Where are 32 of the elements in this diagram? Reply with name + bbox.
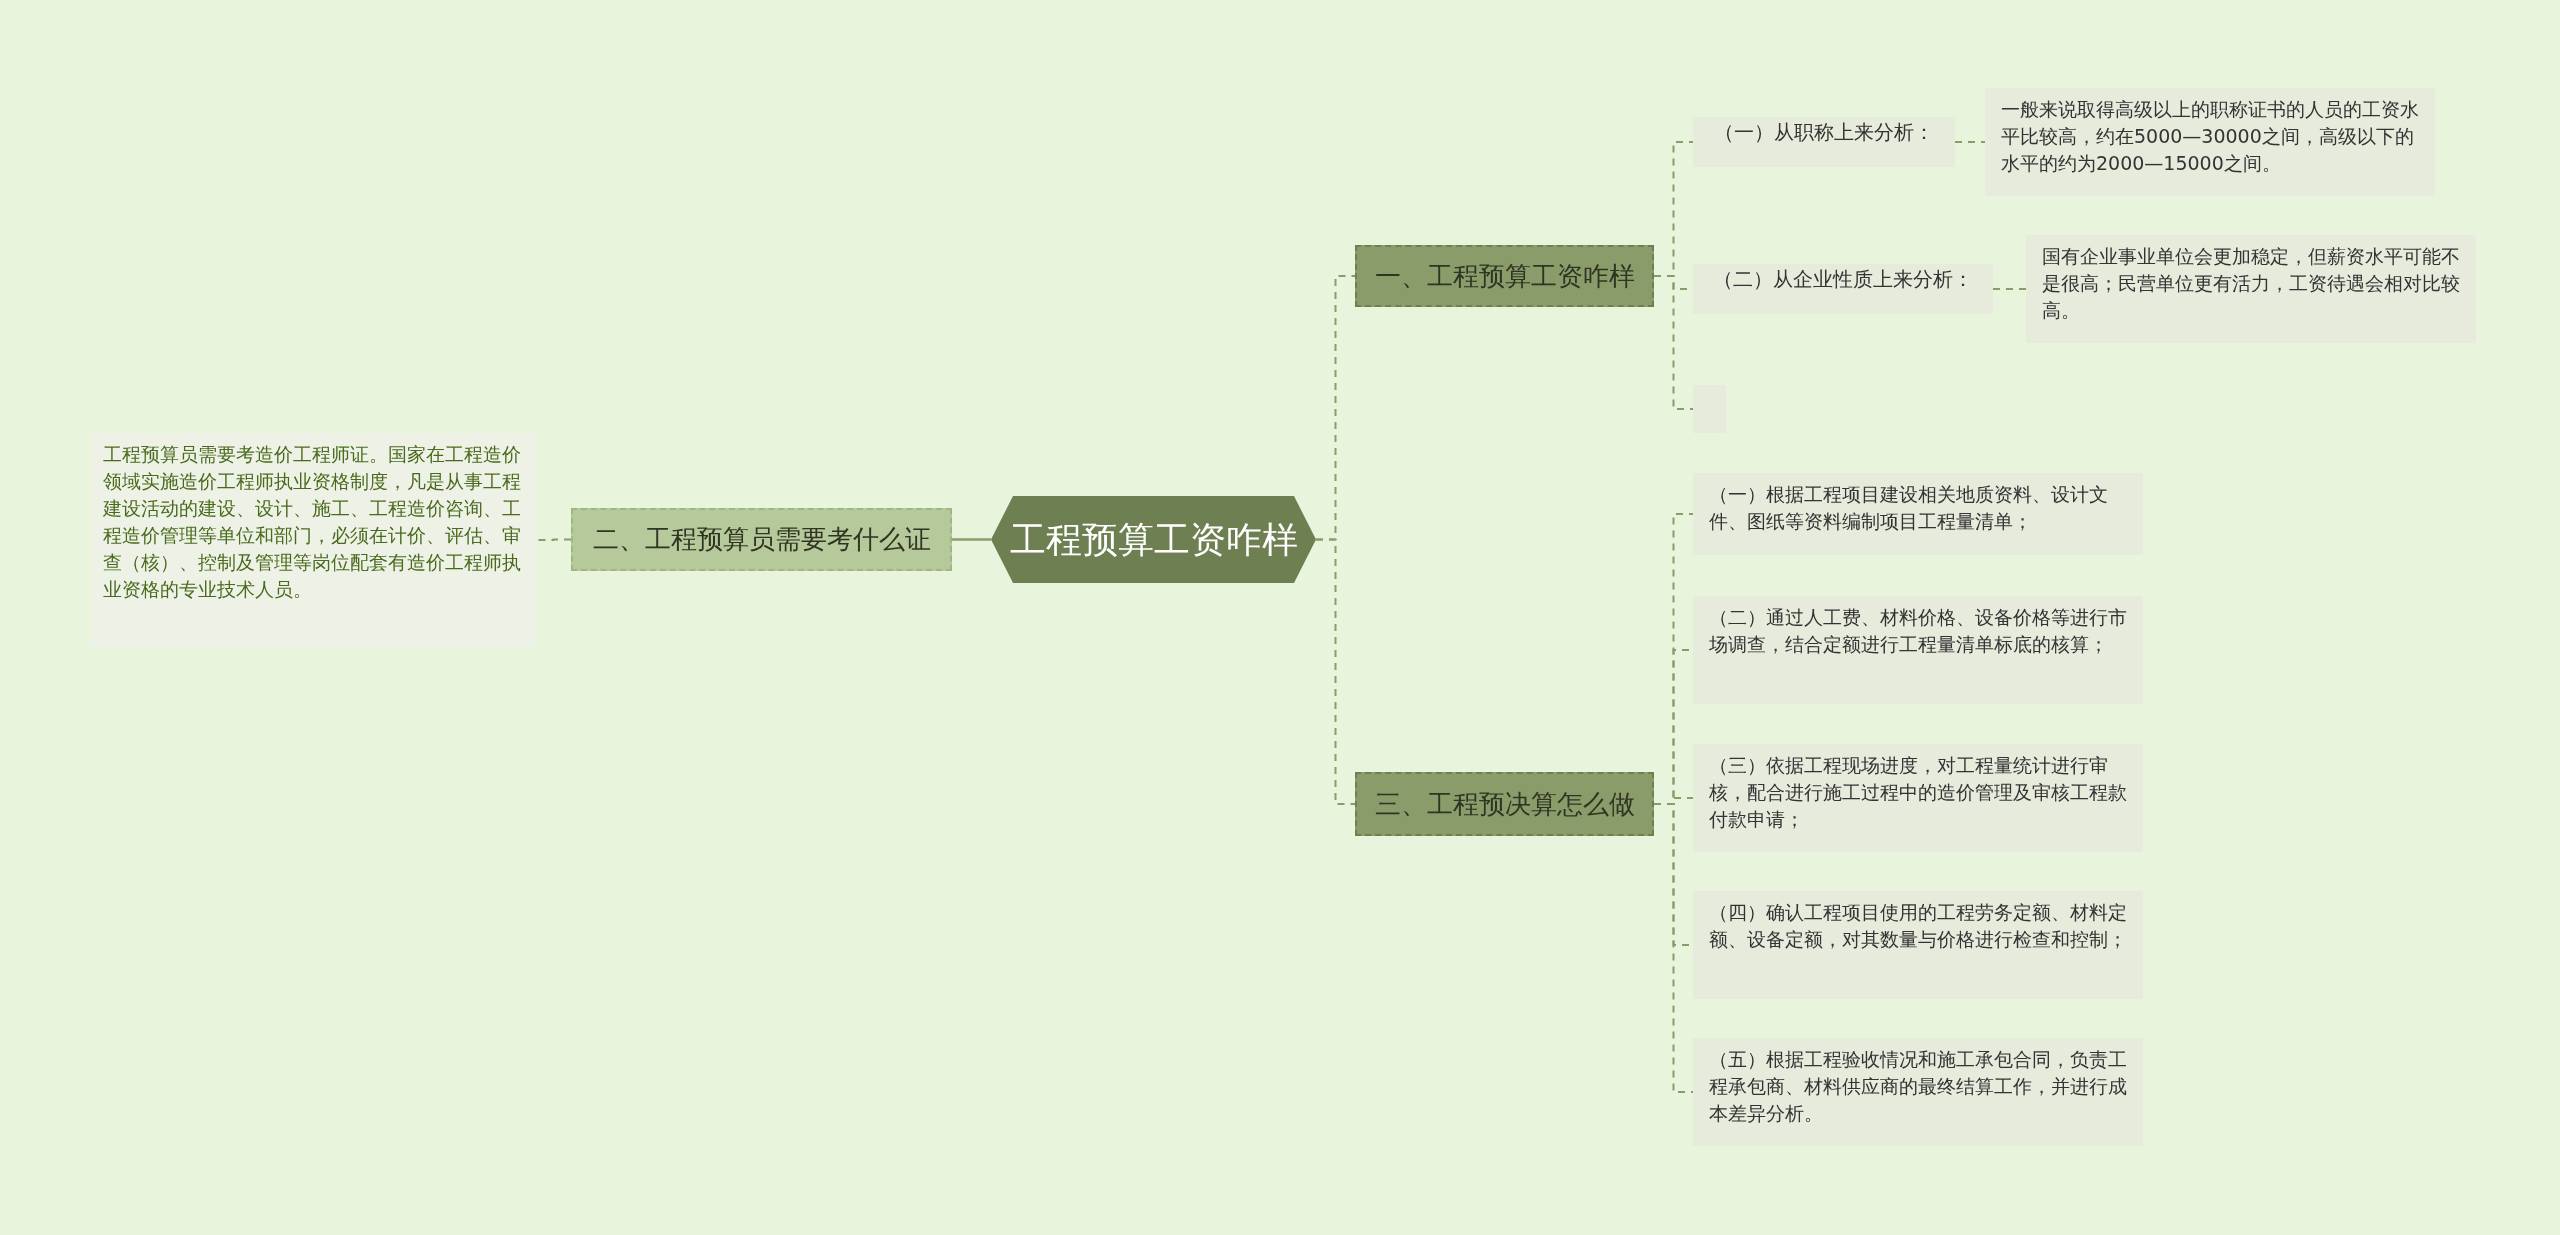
topic-text: （五）根据工程验收情况和施工承包合同，负责工程承包商、材料供应商的最终结算工作，并进行成本差异分析。 (1709, 1047, 2127, 1126)
topic-text: 三、工程预决算怎么做 (1374, 787, 1635, 821)
branch-topic (1355, 772, 1654, 836)
topic-text: 二、工程预算员需要考什么证 (592, 523, 931, 556)
detail-box (1693, 744, 2143, 852)
connector-line (1954, 141, 1986, 143)
subtopic-box (1693, 117, 1955, 167)
subtopic-box (1693, 264, 1993, 314)
topic-text: （二）从企业性质上来分析： (1713, 266, 1973, 293)
detail-box (1693, 1038, 2143, 1146)
topic-text: 一、工程预算工资咋样 (1374, 259, 1635, 293)
connector-line (1315, 538, 1356, 805)
detail-box (2026, 235, 2476, 343)
central-topic-text: 工程预算工资咋样 (1009, 517, 1298, 562)
central-topic (991, 496, 1316, 583)
connector-line (1653, 803, 1694, 1093)
branch-topic (1355, 245, 1654, 307)
detail-box (1985, 88, 2435, 196)
topic-text: （一）根据工程项目建设相关地质资料、设计文件、图纸等资料编制项目工程量清单； (1709, 482, 2109, 534)
connector-line (1653, 275, 1694, 410)
detail-box (1693, 473, 2143, 555)
branch-topic (571, 508, 952, 571)
connector-line (1992, 288, 2027, 290)
topic-text: 工程预算员需要考造价工程师证。国家在工程造价领域实施造价工程师执业资格制度，凡是从事工程建设活动的建设、设计、施工、工程造价咨询、工程造价管理等单位和部门，必须在计价、评估、审查（核）、控制及管理等岗位配套有造价工程师执业资格的专业技术人员。 (103, 442, 522, 602)
connector-line (952, 538, 991, 541)
topic-text: （二）通过人工费、材料价格、设备价格等进行市场调查，结合定额进行工程量清单标底的核算； (1709, 605, 2127, 657)
topic-text: （四）确认工程项目使用的工程劳务定额、材料定额、设备定额，对其数量与价格进行检查和控制； (1709, 900, 2127, 952)
topic-text: （一）从职称上来分析： (1714, 119, 1934, 146)
topic-text: 国有企业事业单位会更加稳定，但薪资水平可能不是很高；民营单位更有活力，工资待遇会相对比较高。 (2042, 244, 2460, 323)
topic-text: 一般来说取得高级以上的职称证书的人员的工资水平比较高，约在5000—30000之间，高级以下的水平的约为2000—15000之间。 (2001, 97, 2419, 176)
empty-box (1693, 385, 1726, 433)
topic-text: （三）依据工程现场进度，对工程量统计进行审核，配合进行施工过程中的造价管理及审核工程款付款申请； (1709, 753, 2127, 832)
